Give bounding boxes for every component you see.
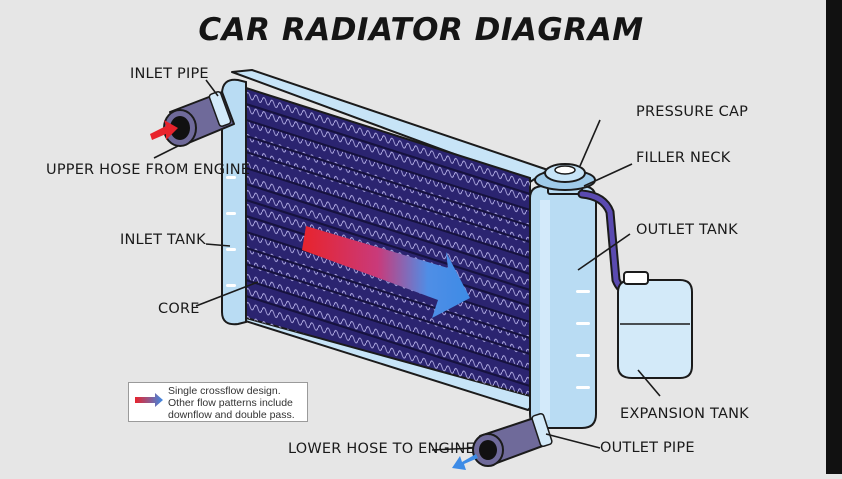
leader-lines [153, 79, 661, 451]
label-inlet-pipe: INLET PIPE [130, 66, 209, 82]
label-lower-hose: LOWER HOSE TO ENGINE [288, 441, 475, 457]
legend-line: Single crossflow design. [168, 385, 281, 397]
legend-arrow-icon [135, 393, 163, 407]
label-upper-hose: UPPER HOSE FROM ENGINE [46, 162, 251, 178]
label-outlet-tank: OUTLET TANK [636, 222, 738, 238]
legend-line: Other flow patterns include [168, 397, 293, 409]
upper-hose [163, 91, 235, 147]
label-pressure-cap: PRESSURE CAP [636, 104, 749, 120]
label-expansion-tank: EXPANSION TANK [620, 406, 749, 422]
pressure-cap [534, 163, 596, 195]
core-area [245, 86, 531, 398]
outlet-tank [529, 185, 597, 429]
diagram-title: CAR RADIATOR DIAGRAM [198, 12, 644, 48]
hot-inflow-arrow [150, 120, 178, 140]
label-outlet-pipe: OUTLET PIPE [600, 440, 695, 456]
legend-box: Single crossflow design. Other flow patt… [128, 382, 308, 422]
crossflow-arrow [302, 226, 470, 318]
label-inlet-tank: INLET TANK [120, 232, 206, 248]
lower-hose [472, 412, 553, 467]
legend-line: downflow and double pass. [168, 409, 295, 421]
expansion-tank [617, 271, 693, 379]
legend-text: Single crossflow design. Other flow patt… [168, 385, 295, 421]
cool-outflow-arrow [452, 454, 478, 470]
label-filler-neck: FILLER NECK [636, 150, 731, 166]
label-core: CORE [158, 301, 200, 317]
window-edge-bar [826, 0, 842, 474]
inlet-tank [221, 78, 247, 326]
